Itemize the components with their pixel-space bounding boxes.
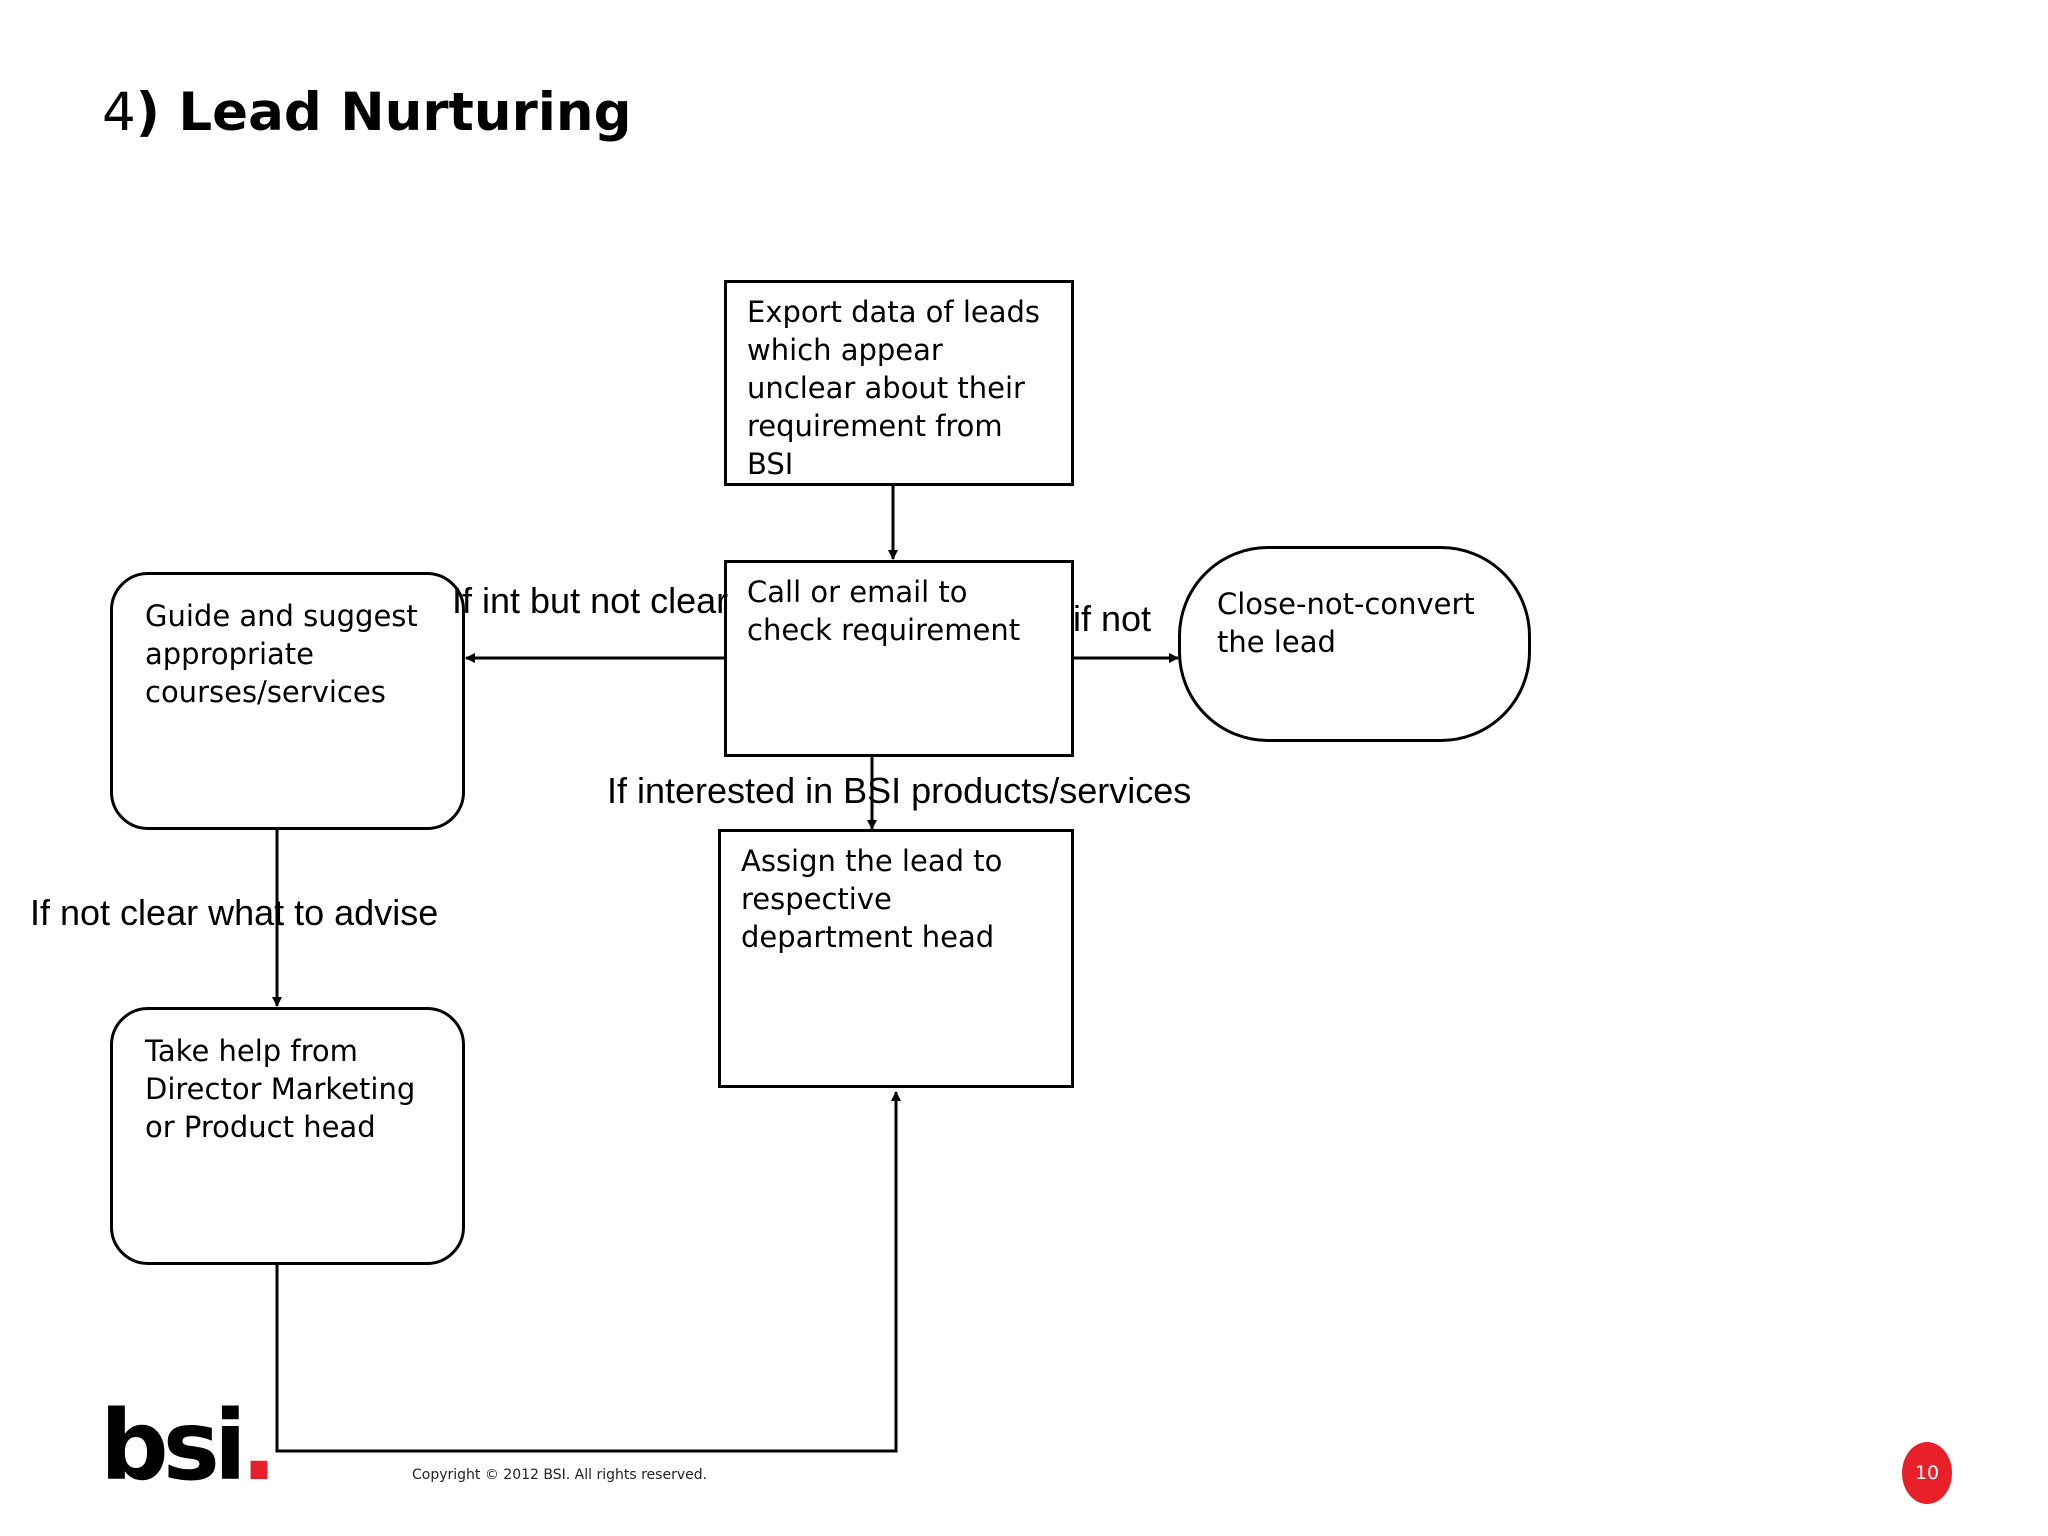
page-number-badge: 10 [1902,1442,1952,1504]
title-text: ) Lead Nurturing [135,82,632,143]
logo-dot: . [240,1390,278,1502]
close-not-convert-box: Close-not-convert the lead [1178,546,1531,742]
label-interested: If interested in BSI products/services [607,770,1192,811]
call-email-box: Call or email to check requirement [724,560,1074,757]
logo-text: bsi [100,1390,247,1502]
title-number: 4 [102,82,136,143]
take-help-box: Take help from Director Marketing or Pro… [110,1007,465,1265]
copyright-text: Copyright © 2012 BSI. All rights reserve… [412,1467,708,1483]
label-not-clear-advise: If not clear what to advise [30,892,439,933]
assign-lead-box: Assign the lead to respective department… [718,829,1074,1088]
guide-suggest-box: Guide and suggest appropriate courses/se… [110,572,465,830]
label-int-not-clear: If int but not clear [452,580,729,621]
arrow-help-to-assign [275,1091,901,1453]
page-title: 4) Lead Nurturing [102,82,632,143]
bsi-logo: bsi. [100,1398,277,1494]
export-data-box: Export data of leads which appear unclea… [724,280,1074,486]
label-if-not: if not [1073,598,1152,639]
